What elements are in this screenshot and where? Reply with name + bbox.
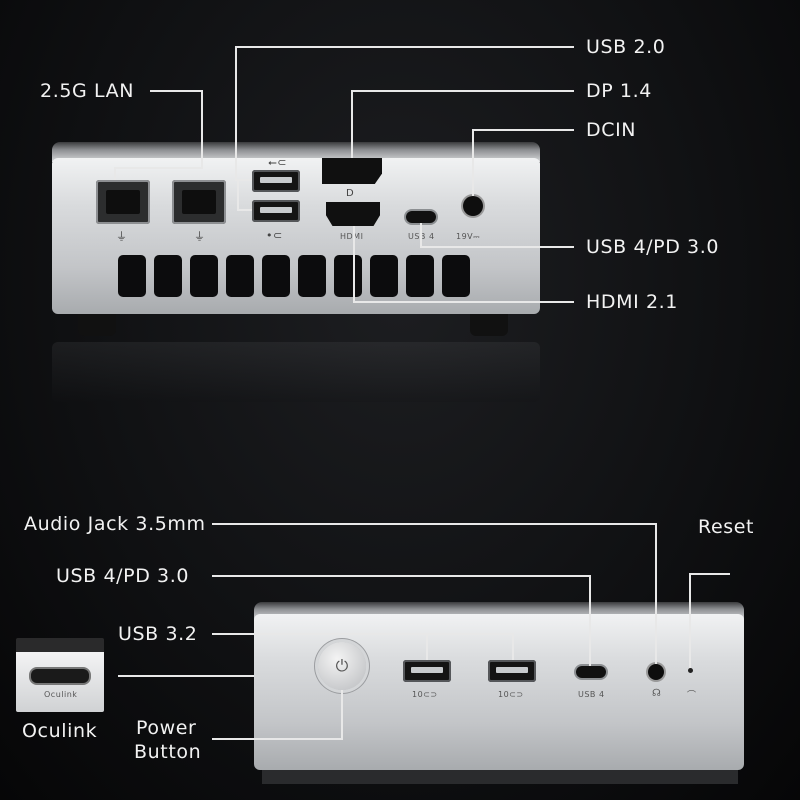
dcin-port [463, 196, 483, 216]
label-usb4pd-top: USB 4/PD 3.0 [586, 236, 720, 258]
usb10-mark: 10⊂⊃ [498, 690, 524, 699]
label-usb4pd-bottom: USB 4/PD 3.0 [56, 565, 190, 587]
hdmi-port [326, 202, 380, 226]
power-icon: ⏻ [335, 656, 349, 675]
vent [406, 255, 434, 297]
label-power-line2: Button [134, 741, 202, 763]
label-dp: DP 1.4 [586, 80, 652, 102]
vent [370, 255, 398, 297]
dc-mark: 19V⎓ [456, 232, 481, 241]
bottom-device-base [262, 770, 738, 784]
dp-port [322, 158, 382, 184]
top-device-lid [52, 142, 540, 162]
top-device-foot-left [78, 314, 116, 336]
label-lan: 2.5G LAN [40, 80, 135, 102]
vent [154, 255, 182, 297]
front-usb4-mark: USB 4 [578, 690, 605, 699]
lan-port-1 [96, 180, 150, 224]
label-hdmi: HDMI 2.1 [586, 291, 678, 313]
label-usb32: USB 3.2 [118, 623, 198, 645]
label-power-line1: Power [136, 717, 197, 739]
lan-port-2 [172, 180, 226, 224]
vent [262, 255, 290, 297]
usb20-port-1 [252, 170, 300, 192]
label-reset: Reset [698, 516, 755, 538]
usb20-port-2 [252, 200, 300, 222]
usb10-mark: 10⊂⊃ [412, 690, 438, 699]
vent [118, 255, 146, 297]
vent [298, 255, 326, 297]
bottom-device-body [254, 614, 744, 770]
audio-jack [648, 664, 664, 680]
label-audio: Audio Jack 3.5mm [24, 513, 206, 535]
front-usb4-port [576, 666, 606, 678]
label-usb20: USB 2.0 [586, 36, 666, 58]
reset-hole [688, 668, 693, 673]
top-device-reflection [52, 342, 540, 402]
usb32-port-1 [403, 660, 451, 682]
label-oculink: Oculink [22, 720, 98, 742]
oculink-port [31, 669, 89, 683]
usb32-port-2 [488, 660, 536, 682]
headphone-icon: ☊ [652, 688, 662, 699]
vent [226, 255, 254, 297]
oculink-mark: Oculink [44, 690, 78, 699]
power-button: ⏻ [318, 642, 366, 690]
usb-icon: •⊂ [266, 229, 283, 242]
reset-icon: ⌒ [687, 691, 697, 701]
hdmi-mark: HDMI [340, 232, 364, 241]
label-dcin: DCIN [586, 119, 637, 141]
usb-icon: ⭠⊂ [268, 156, 288, 169]
top-device-foot-right [470, 314, 508, 336]
usb4-port [406, 211, 436, 223]
vent [442, 255, 470, 297]
vent [190, 255, 218, 297]
dp-icon: D [346, 188, 355, 199]
lan-icon: ⏚ [116, 230, 128, 243]
vent [334, 255, 362, 297]
lan-icon: ⏚ [194, 230, 206, 243]
